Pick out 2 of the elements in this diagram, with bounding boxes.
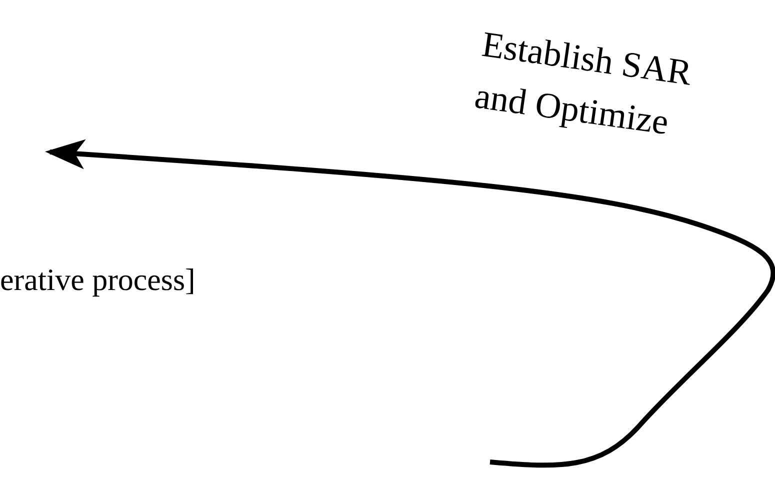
process-label: Establish SAR and Optimize — [472, 22, 696, 144]
process-note: erative process] — [0, 262, 196, 298]
